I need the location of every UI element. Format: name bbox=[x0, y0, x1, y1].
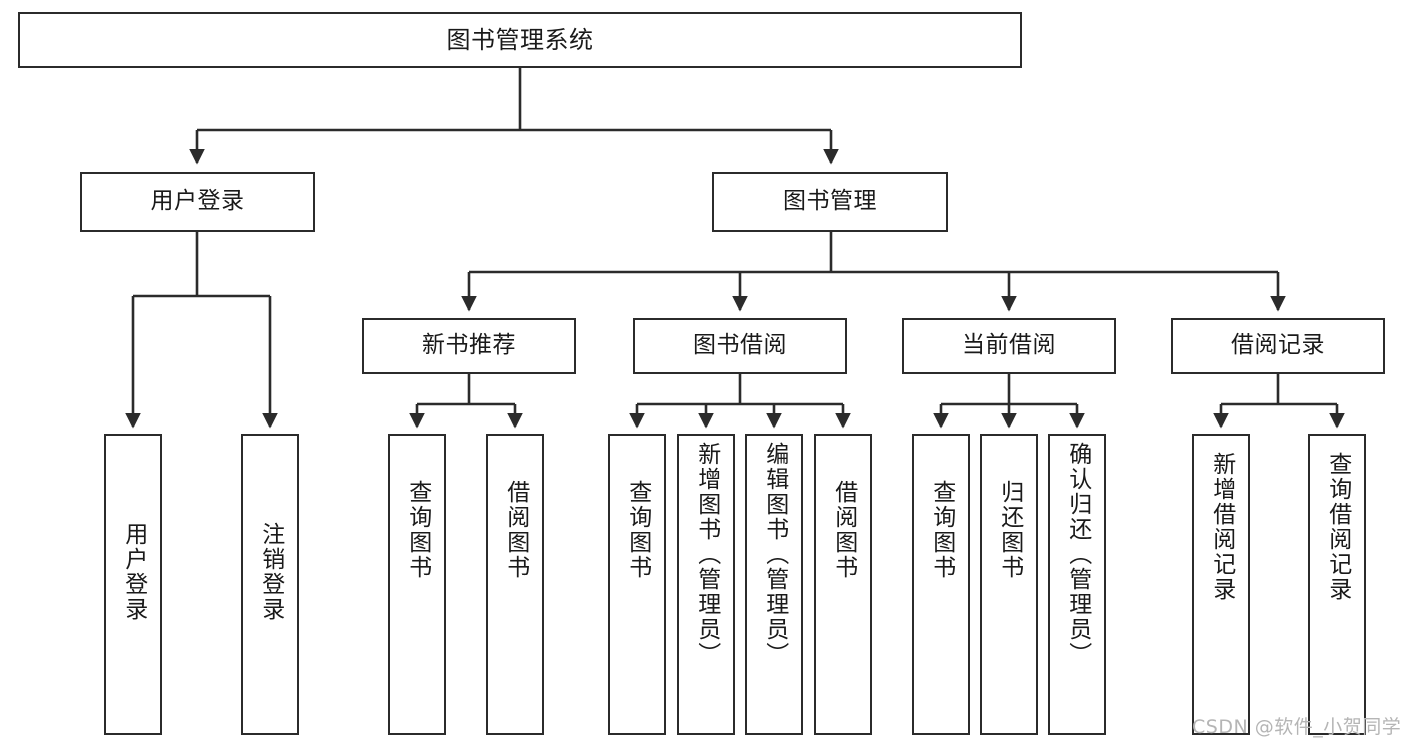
node-root-system[interactable]: 图书管理系统 bbox=[18, 12, 1022, 68]
node-borrow-record[interactable]: 借阅记录 bbox=[1171, 318, 1385, 374]
node-label: 图书管理 bbox=[783, 188, 877, 215]
leaf-label: 确认归还（管理员） bbox=[1064, 442, 1091, 667]
leaf-user-login-logout[interactable]: 注销登录 bbox=[241, 434, 299, 735]
leaf-user-login-login[interactable]: 用户登录 bbox=[104, 434, 162, 735]
leaf-book-borrow-query[interactable]: 查询图书 bbox=[608, 434, 666, 735]
watermark-text: CSDN @软件_小贺同学 bbox=[1192, 716, 1402, 738]
node-current-borrow[interactable]: 当前借阅 bbox=[902, 318, 1116, 374]
leaf-new-book-query[interactable]: 查询图书 bbox=[388, 434, 446, 735]
leaf-label: 借阅图书 bbox=[502, 480, 529, 580]
node-label: 图书借阅 bbox=[693, 332, 787, 359]
leaf-borrow-record-add[interactable]: 新增借阅记录 bbox=[1192, 434, 1250, 735]
leaf-label: 新增借阅记录 bbox=[1208, 452, 1235, 602]
node-new-book-recommend[interactable]: 新书推荐 bbox=[362, 318, 576, 374]
leaf-book-borrow-add-admin[interactable]: 新增图书（管理员） bbox=[677, 434, 735, 735]
leaf-current-borrow-return[interactable]: 归还图书 bbox=[980, 434, 1038, 735]
node-label: 新书推荐 bbox=[422, 332, 516, 359]
leaf-label: 查询图书 bbox=[404, 480, 431, 580]
leaf-current-borrow-query[interactable]: 查询图书 bbox=[912, 434, 970, 735]
leaf-new-book-borrow[interactable]: 借阅图书 bbox=[486, 434, 544, 735]
leaf-current-borrow-confirm-admin[interactable]: 确认归还（管理员） bbox=[1048, 434, 1106, 735]
leaf-label: 查询图书 bbox=[624, 480, 651, 580]
node-label: 当前借阅 bbox=[962, 332, 1056, 359]
leaf-label: 编辑图书（管理员） bbox=[761, 442, 788, 667]
node-book-management[interactable]: 图书管理 bbox=[712, 172, 948, 232]
leaf-book-borrow-borrow[interactable]: 借阅图书 bbox=[814, 434, 872, 735]
leaf-label: 用户登录 bbox=[120, 522, 147, 622]
leaf-label: 归还图书 bbox=[996, 480, 1023, 580]
leaf-borrow-record-query[interactable]: 查询借阅记录 bbox=[1308, 434, 1366, 735]
node-label: 图书管理系统 bbox=[446, 25, 594, 54]
leaf-label: 注销登录 bbox=[257, 522, 284, 622]
leaf-label: 新增图书（管理员） bbox=[693, 442, 720, 667]
leaf-label: 查询借阅记录 bbox=[1324, 452, 1351, 602]
leaf-book-borrow-edit-admin[interactable]: 编辑图书（管理员） bbox=[745, 434, 803, 735]
leaf-label: 借阅图书 bbox=[830, 480, 857, 580]
node-label: 借阅记录 bbox=[1231, 332, 1325, 359]
node-label: 用户登录 bbox=[150, 188, 245, 215]
node-user-login[interactable]: 用户登录 bbox=[80, 172, 315, 232]
leaf-label: 查询图书 bbox=[928, 480, 955, 580]
node-book-borrow[interactable]: 图书借阅 bbox=[633, 318, 847, 374]
